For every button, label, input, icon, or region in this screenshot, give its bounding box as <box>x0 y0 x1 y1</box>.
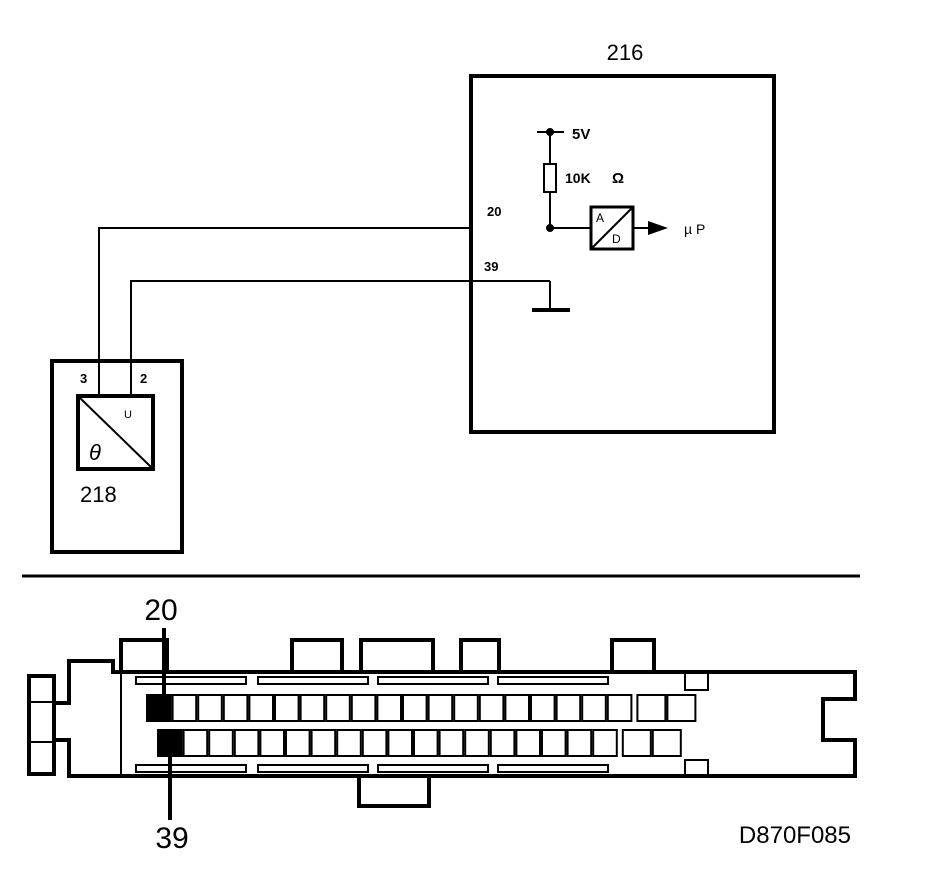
connector-cavity <box>530 694 556 722</box>
connector-cavity <box>182 729 209 757</box>
connector-cavity <box>504 694 530 722</box>
connector-view: 20 39 <box>27 594 857 855</box>
connector-key <box>357 774 431 808</box>
figure-code: D870F085 <box>739 822 851 849</box>
ad-converter: A D <box>589 205 635 251</box>
connector-key <box>459 638 501 674</box>
pin-20-label: 20 <box>487 204 501 219</box>
sensor-output-symbol: U <box>124 409 132 421</box>
connector-cavity <box>361 729 388 757</box>
callout-39: 39 <box>155 822 188 855</box>
connector-cavity <box>299 694 326 722</box>
connector-cavity <box>515 729 542 757</box>
connector-cavity <box>274 694 300 722</box>
connector-cavity <box>233 729 260 757</box>
connector-cavity <box>453 694 479 722</box>
connector-key <box>119 638 169 674</box>
connector-cavity <box>651 729 682 757</box>
ad-label-a: A <box>596 211 604 225</box>
connector-cavity <box>541 729 567 757</box>
connector-cavity <box>208 729 234 757</box>
sensor-diagonal <box>79 397 152 468</box>
connector-cavity <box>555 694 582 722</box>
connector-cavity <box>248 694 274 722</box>
connector-cavity <box>464 729 490 757</box>
connector-cavity <box>636 694 667 722</box>
connector-cavity <box>592 729 618 757</box>
connector-cavity <box>566 729 593 757</box>
connector-cavity <box>336 729 362 757</box>
connector-cavity <box>489 729 516 757</box>
ecu-number: 216 <box>607 40 644 65</box>
connector-key <box>610 638 656 674</box>
connector-cavity <box>222 694 249 722</box>
harness-wires <box>98 227 471 396</box>
sensor-theta-symbol: θ <box>89 440 101 465</box>
output-arrow <box>648 221 668 235</box>
connector-key <box>290 638 344 674</box>
connector-cavity <box>325 694 351 722</box>
ad-label-d: D <box>612 232 621 246</box>
resistor-value: 10K <box>565 170 591 186</box>
connector-cavity <box>427 694 454 722</box>
connector-notch-top <box>684 672 709 691</box>
connector-notch-bottom <box>684 759 709 776</box>
connector-cavity <box>310 729 337 757</box>
ecu-box <box>469 74 776 434</box>
connector-key <box>359 638 435 674</box>
sensor-pin-2: 2 <box>140 371 147 386</box>
connector-cavity <box>350 694 377 722</box>
callout-20: 20 <box>144 594 177 627</box>
connector-cavity <box>171 694 198 722</box>
connector-cavity <box>285 729 311 757</box>
connector-cavity <box>387 729 413 757</box>
wire-pin20-to-pin3 <box>98 227 471 396</box>
cavity-pin-20-highlighted <box>146 694 172 722</box>
connector-cavity <box>666 694 697 722</box>
wire-pin39-to-pin2 <box>130 280 471 396</box>
connector-cavity <box>478 694 505 722</box>
microprocessor-label: µ P <box>684 221 705 237</box>
sensor-218: 3 2 U θ 218 <box>50 359 184 554</box>
pullup-resistor <box>543 163 557 193</box>
cavity-row-bottom <box>157 729 682 757</box>
connector-cavity <box>259 729 285 757</box>
sensor-element <box>76 394 155 471</box>
connector-cavity <box>402 694 428 722</box>
sensor-housing <box>50 359 184 554</box>
connector-cavity <box>606 694 633 722</box>
connector-cavity <box>438 729 465 757</box>
connector-cavity <box>621 729 652 757</box>
sensor-pin-3: 3 <box>80 371 87 386</box>
cavity-row-top <box>146 694 697 722</box>
connector-end-tab <box>27 674 56 776</box>
connector-cavity <box>376 694 402 722</box>
supply-label: 5V <box>572 126 590 143</box>
connector-cavity <box>197 694 223 722</box>
connector-cavity <box>413 729 439 757</box>
ohm-symbol: Ω <box>612 170 624 187</box>
pin-39-label: 39 <box>484 259 498 274</box>
ecu-216: 216 5V 10K Ω 20 A D µ P 39 <box>469 40 776 434</box>
sensor-number: 218 <box>80 482 117 507</box>
connector-cavity <box>581 694 607 722</box>
